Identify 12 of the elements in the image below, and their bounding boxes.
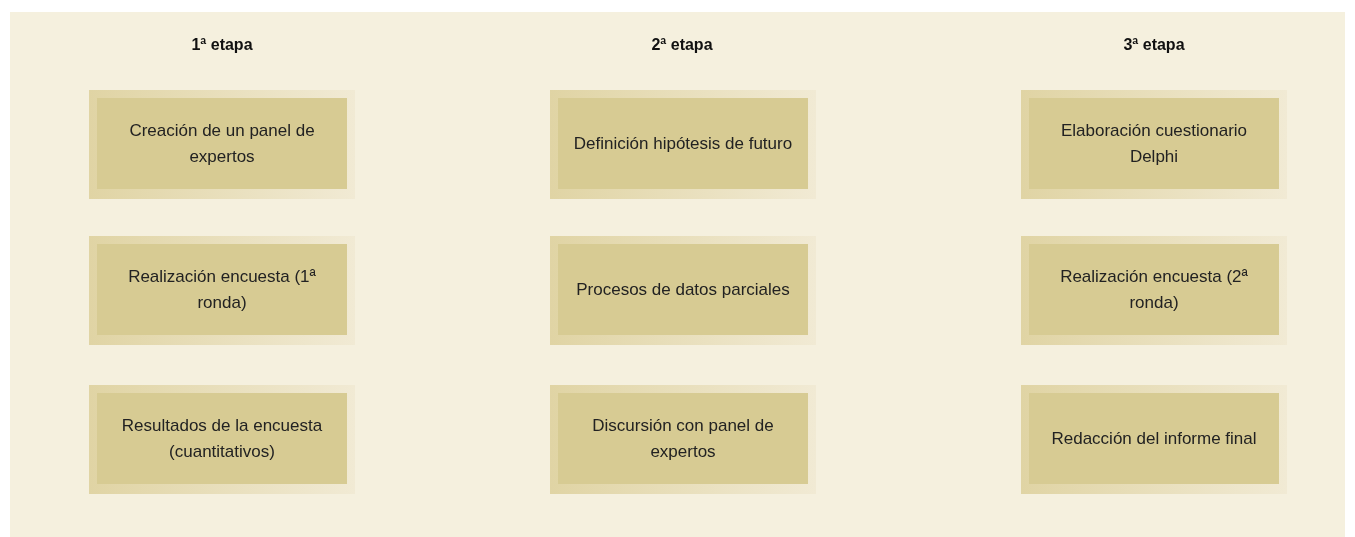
process-box: Creación de un panel de expertos xyxy=(97,98,347,189)
process-box: Procesos de datos parciales xyxy=(558,244,808,335)
process-box: Realización encuesta (1ª ronda) xyxy=(97,244,347,335)
process-box: Discursión con panel de expertos xyxy=(558,393,808,484)
process-box: Definición hipótesis de futuro xyxy=(558,98,808,189)
stage-heading: 3ª etapa xyxy=(1122,36,1186,54)
stage-heading: 2ª etapa xyxy=(650,36,714,54)
process-box: Elaboración cuestionario Delphi xyxy=(1029,98,1279,189)
process-box: Resultados de la encuesta (cuantitativos) xyxy=(97,393,347,484)
process-box: Realización encuesta (2ª ronda) xyxy=(1029,244,1279,335)
process-box: Redacción del informe final xyxy=(1029,393,1279,484)
stage-heading: 1ª etapa xyxy=(190,36,254,54)
